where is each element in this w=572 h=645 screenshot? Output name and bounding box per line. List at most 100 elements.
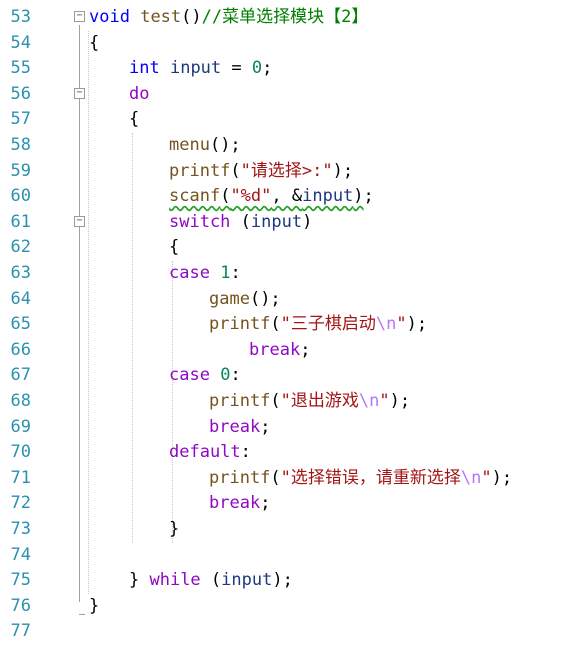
line-number: 66 <box>10 339 31 360</box>
code-line[interactable]: 73} <box>0 517 572 543</box>
code-text: printf("请选择>:"); <box>169 159 353 185</box>
token-esc: \n <box>358 391 380 411</box>
indent-guide <box>172 261 173 543</box>
line-number: 71 <box>10 467 31 488</box>
token-kw: void <box>89 7 130 27</box>
code-line[interactable]: 61−switch (input) <box>0 210 572 236</box>
code-text: break; <box>209 415 270 441</box>
token-num: 0 <box>251 58 263 79</box>
token-ctl: while <box>149 570 201 591</box>
token-fn: scanf <box>169 186 221 207</box>
code-line[interactable]: 71 printf("选择错误，请重新选择\n"); <box>0 466 572 492</box>
code-line[interactable]: 53 −void test()//菜单选择模块【2】 <box>0 5 572 31</box>
code-text: printf("退出游戏\n"); <box>209 389 410 415</box>
code-line[interactable]: 75} while (input); <box>0 568 572 594</box>
code-line[interactable]: 58 menu(); <box>0 133 572 159</box>
token-ctl: do <box>129 83 150 104</box>
token-var: input <box>169 58 222 79</box>
code-line[interactable]: 76} <box>0 594 572 620</box>
code-line[interactable]: 74 <box>0 543 572 569</box>
token-plain: } <box>89 595 100 616</box>
token-ctl: default <box>169 442 241 463</box>
code-text: { <box>129 107 139 133</box>
token-fn: printf <box>209 391 271 411</box>
token-fn: test <box>140 7 182 27</box>
indent-guide <box>88 30 89 594</box>
line-number: 53 <box>10 7 31 27</box>
token-var: input <box>250 211 303 232</box>
code-text: void test()//菜单选择模块【2】 <box>89 5 368 31</box>
token-plain: ); <box>272 570 293 591</box>
token-ctl: switch <box>169 211 231 232</box>
token-ctl: break <box>249 339 301 360</box>
token-str: " <box>396 314 407 335</box>
code-text: break; <box>249 338 310 364</box>
token-plain: ( <box>200 570 222 591</box>
token-fn: printf <box>209 467 271 488</box>
token-plain: ( <box>220 186 231 207</box>
token-plain: = <box>221 58 252 79</box>
token-ctl: case <box>169 365 210 386</box>
token-plain: ( <box>270 314 281 335</box>
line-number: 61 <box>10 211 31 232</box>
token-plain <box>210 365 220 385</box>
token-plain: (); <box>249 288 281 309</box>
token-plain: ( <box>270 467 281 488</box>
code-text: break; <box>209 491 270 517</box>
code-text: menu(); <box>169 133 241 159</box>
fold-toggle-icon[interactable]: − <box>74 11 85 22</box>
line-number: 62 <box>10 237 31 258</box>
code-line[interactable]: 77 <box>0 619 572 645</box>
token-plain: } <box>129 570 150 591</box>
code-text: { <box>89 31 99 57</box>
code-text: printf("选择错误，请重新选择\n"); <box>209 466 512 492</box>
token-fn: menu <box>169 135 210 155</box>
token-plain: { <box>89 32 100 53</box>
token-cmt: //菜单选择模块【2】 <box>201 7 369 27</box>
token-plain: ; <box>260 493 271 514</box>
code-line[interactable]: 62{ <box>0 235 572 261</box>
line-number: 63 <box>10 263 31 283</box>
token-str: "三子棋启动 <box>280 314 376 335</box>
code-line[interactable]: 63 case 1: <box>0 261 572 287</box>
token-str: "%d" <box>230 186 272 207</box>
token-plain: ( <box>270 391 281 411</box>
code-line[interactable]: 66 break; <box>0 338 572 364</box>
code-line[interactable]: 59 printf("请选择>:"); <box>0 159 572 185</box>
line-number: 59 <box>10 160 31 181</box>
token-var: input <box>221 570 273 591</box>
token-plain: ; <box>300 339 311 360</box>
fold-toggle-icon[interactable]: − <box>74 87 85 99</box>
code-line[interactable]: 72 break; <box>0 491 572 517</box>
line-number: 72 <box>10 493 31 514</box>
line-number: 58 <box>10 135 31 155</box>
token-plain: { <box>129 109 140 130</box>
line-number: 74 <box>10 544 31 565</box>
line-number: 54 <box>10 32 31 53</box>
token-str: " <box>379 391 390 411</box>
fold-toggle-icon[interactable]: − <box>74 215 85 227</box>
code-line[interactable]: 56−do <box>0 82 572 108</box>
line-number: 55 <box>10 58 31 79</box>
code-line[interactable]: 54 { <box>0 31 572 57</box>
line-number: 65 <box>10 314 31 335</box>
code-line[interactable]: 69 break; <box>0 415 572 441</box>
token-plain <box>130 7 140 27</box>
code-text: case 1: <box>169 261 241 287</box>
code-line[interactable]: 57{ <box>0 107 572 133</box>
token-fn: game <box>209 288 250 309</box>
token-plain: ( <box>230 211 251 232</box>
line-number: 69 <box>10 416 31 437</box>
token-plain: ); <box>406 314 428 335</box>
token-var: input <box>302 186 354 207</box>
line-number: 67 <box>10 365 31 386</box>
token-plain: ); <box>389 391 411 411</box>
